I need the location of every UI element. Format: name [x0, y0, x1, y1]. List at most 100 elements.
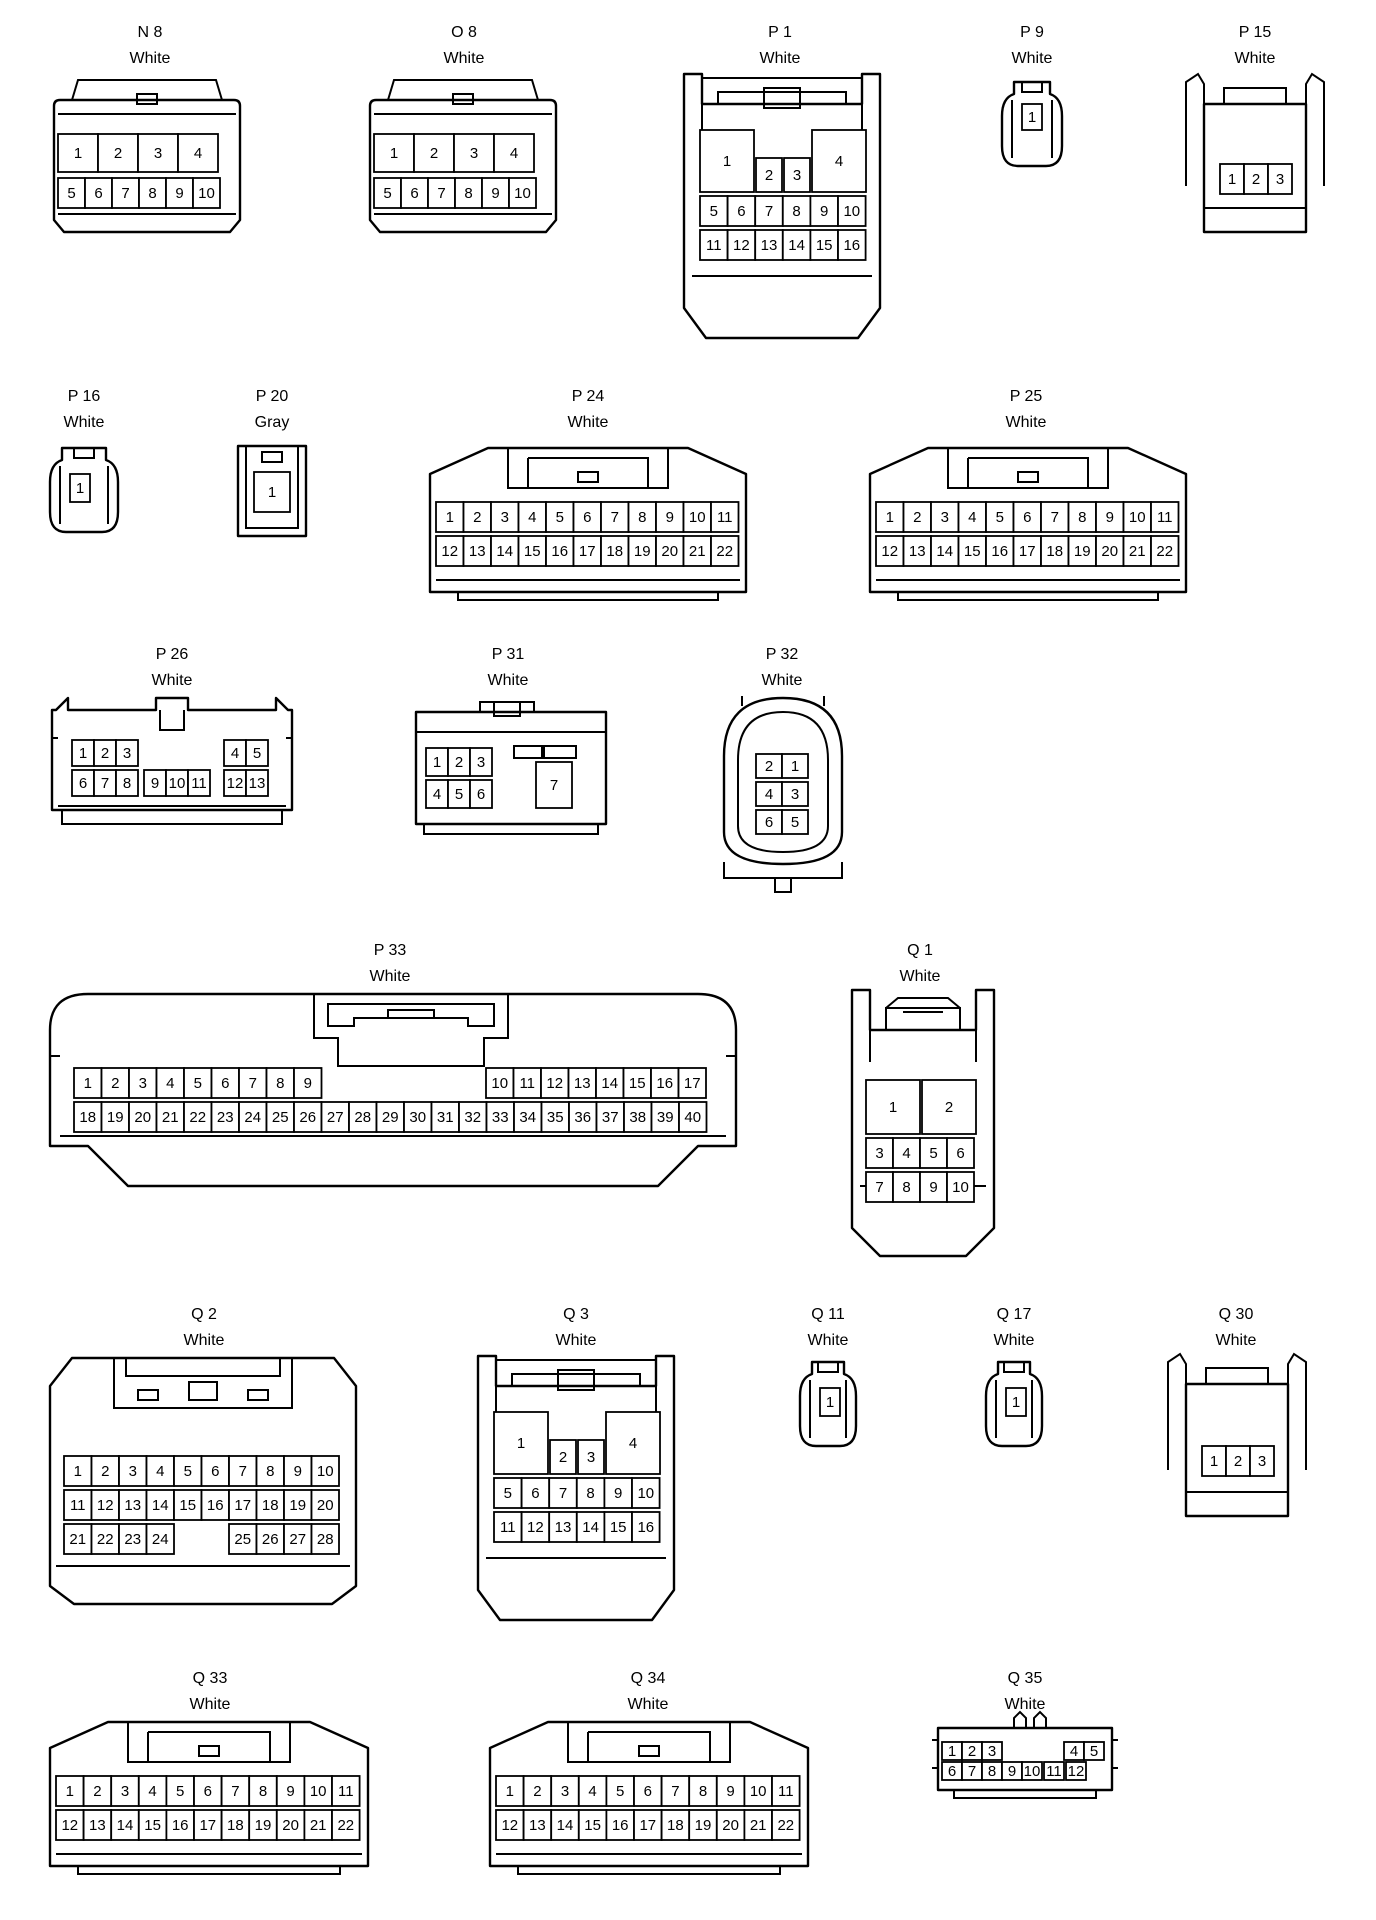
connector-color-p31: White [487, 672, 529, 689]
pin-label-p24-11: 11 [717, 509, 733, 526]
pin-label-q35-12: 12 [1068, 1763, 1085, 1780]
pin-cell-p33-23 [210, 1101, 240, 1133]
pin-label-q34-18: 18 [667, 1817, 684, 1834]
connector-id-p26: P 26 [155, 646, 189, 663]
pin-label-p33-6: 6 [221, 1075, 229, 1092]
pin-label-q33-14: 14 [117, 1817, 134, 1834]
pin-label-o8-5: 5 [383, 185, 391, 202]
connector-body-q11: 1 [798, 1360, 858, 1448]
pin-label-q2-6: 6 [211, 1463, 219, 1480]
pin-cell-n8-8 [138, 177, 167, 209]
pin-label-p1-3: 3 [793, 167, 801, 184]
pin-cell-p15-3 [1267, 163, 1293, 195]
pin-label-p25-7: 7 [1051, 509, 1059, 526]
pin-label-q34-16: 16 [612, 1817, 629, 1834]
pin-label-q34-17: 17 [639, 1817, 656, 1834]
pin-cell-p33-7 [238, 1067, 268, 1099]
pin-cell-o8-7 [427, 177, 456, 209]
pin-cell-q2-21 [63, 1523, 93, 1555]
pin-label-q17-1: 1 [1012, 1394, 1020, 1411]
pin-label-p33-15: 15 [629, 1075, 646, 1092]
pin-label-p33-5: 5 [194, 1075, 202, 1092]
pin-label-q1-9: 9 [929, 1179, 937, 1196]
pin-cell-q2-20 [310, 1489, 340, 1521]
pin-cell-q34-5 [605, 1775, 635, 1807]
pin-cell-p33-28 [348, 1101, 378, 1133]
pin-label-p26-13: 13 [249, 775, 266, 792]
pin-label-p32-3: 3 [791, 786, 799, 803]
pin-label-q33-7: 7 [231, 1783, 239, 1800]
pin-label-p33-31: 31 [437, 1109, 454, 1126]
pin-label-q2-24: 24 [152, 1531, 169, 1548]
connector-color-q33: White [189, 1696, 231, 1713]
connector-id-p20: P 20 [255, 388, 289, 405]
housing-detail-p1 [692, 74, 872, 277]
pin-label-p1-8: 8 [792, 203, 800, 220]
pin-cell-p31-7 [535, 761, 573, 809]
pin-label-p1-13: 13 [761, 237, 778, 254]
pin-cell-q3-13 [548, 1511, 578, 1543]
pin-label-q34-7: 7 [671, 1783, 679, 1800]
pin-label-n8-10: 10 [198, 185, 215, 202]
pin-label-q34-6: 6 [644, 1783, 652, 1800]
pin-label-q33-9: 9 [286, 1783, 294, 1800]
pin-label-q2-8: 8 [266, 1463, 274, 1480]
pin-label-p33-27: 27 [327, 1109, 344, 1126]
pin-cell-p33-33 [485, 1101, 515, 1133]
pin-label-p25-22: 22 [1156, 543, 1173, 560]
connector-color-o8: White [443, 50, 485, 67]
pin-label-q34-11: 11 [778, 1783, 794, 1800]
pin-cell-q33-16 [165, 1809, 195, 1841]
pin-label-p24-9: 9 [666, 509, 674, 526]
housing-detail-q33 [56, 1722, 362, 1875]
pin-cell-p26-8 [115, 769, 139, 797]
pin-label-o8-9: 9 [491, 185, 499, 202]
pin-label-q1-7: 7 [875, 1179, 883, 1196]
pin-cell-q2-17 [228, 1489, 258, 1521]
pin-cell-q2-2 [90, 1455, 120, 1487]
pin-cell-p33-8 [265, 1067, 295, 1099]
pin-label-q35-1: 1 [948, 1743, 956, 1760]
pin-label-q34-22: 22 [777, 1817, 794, 1834]
housing-detail-p25 [876, 448, 1180, 601]
pin-cell-q1-10 [946, 1171, 975, 1203]
pin-label-q1-4: 4 [902, 1145, 910, 1162]
pin-cell-n8-5 [57, 177, 86, 209]
connector-id-p15: P 15 [1238, 24, 1272, 41]
pin-label-p33-23: 23 [217, 1109, 234, 1126]
pin-cell-q2-18 [255, 1489, 285, 1521]
pin-label-p33-3: 3 [139, 1075, 147, 1092]
connector-id-n8: N 8 [137, 24, 163, 41]
pin-cell-q33-8 [248, 1775, 278, 1807]
pin-cell-p25-20 [1095, 535, 1125, 567]
pin-label-p1-4: 4 [835, 153, 843, 170]
pin-label-p26-4: 4 [231, 745, 239, 762]
pin-label-q33-11: 11 [338, 1783, 354, 1800]
pin-label-p31-1: 1 [433, 754, 441, 771]
pin-label-p33-8: 8 [276, 1075, 284, 1092]
pin-label-q2-27: 27 [289, 1531, 306, 1548]
pin-label-q35-6: 6 [948, 1763, 956, 1780]
pin-label-q3-5: 5 [504, 1485, 512, 1502]
pin-label-n8-1: 1 [74, 145, 82, 162]
pin-label-q33-16: 16 [172, 1817, 189, 1834]
pin-cell-p1-6 [726, 195, 757, 227]
pin-label-q2-20: 20 [317, 1497, 334, 1514]
pin-cell-p1-12 [726, 229, 757, 261]
pin-label-p24-16: 16 [551, 543, 568, 560]
pin-label-p1-10: 10 [843, 203, 860, 220]
pin-label-q35-8: 8 [988, 1763, 996, 1780]
pin-cell-p1-5 [699, 195, 729, 227]
pin-label-q3-15: 15 [610, 1519, 627, 1536]
pin-label-q33-15: 15 [144, 1817, 161, 1834]
